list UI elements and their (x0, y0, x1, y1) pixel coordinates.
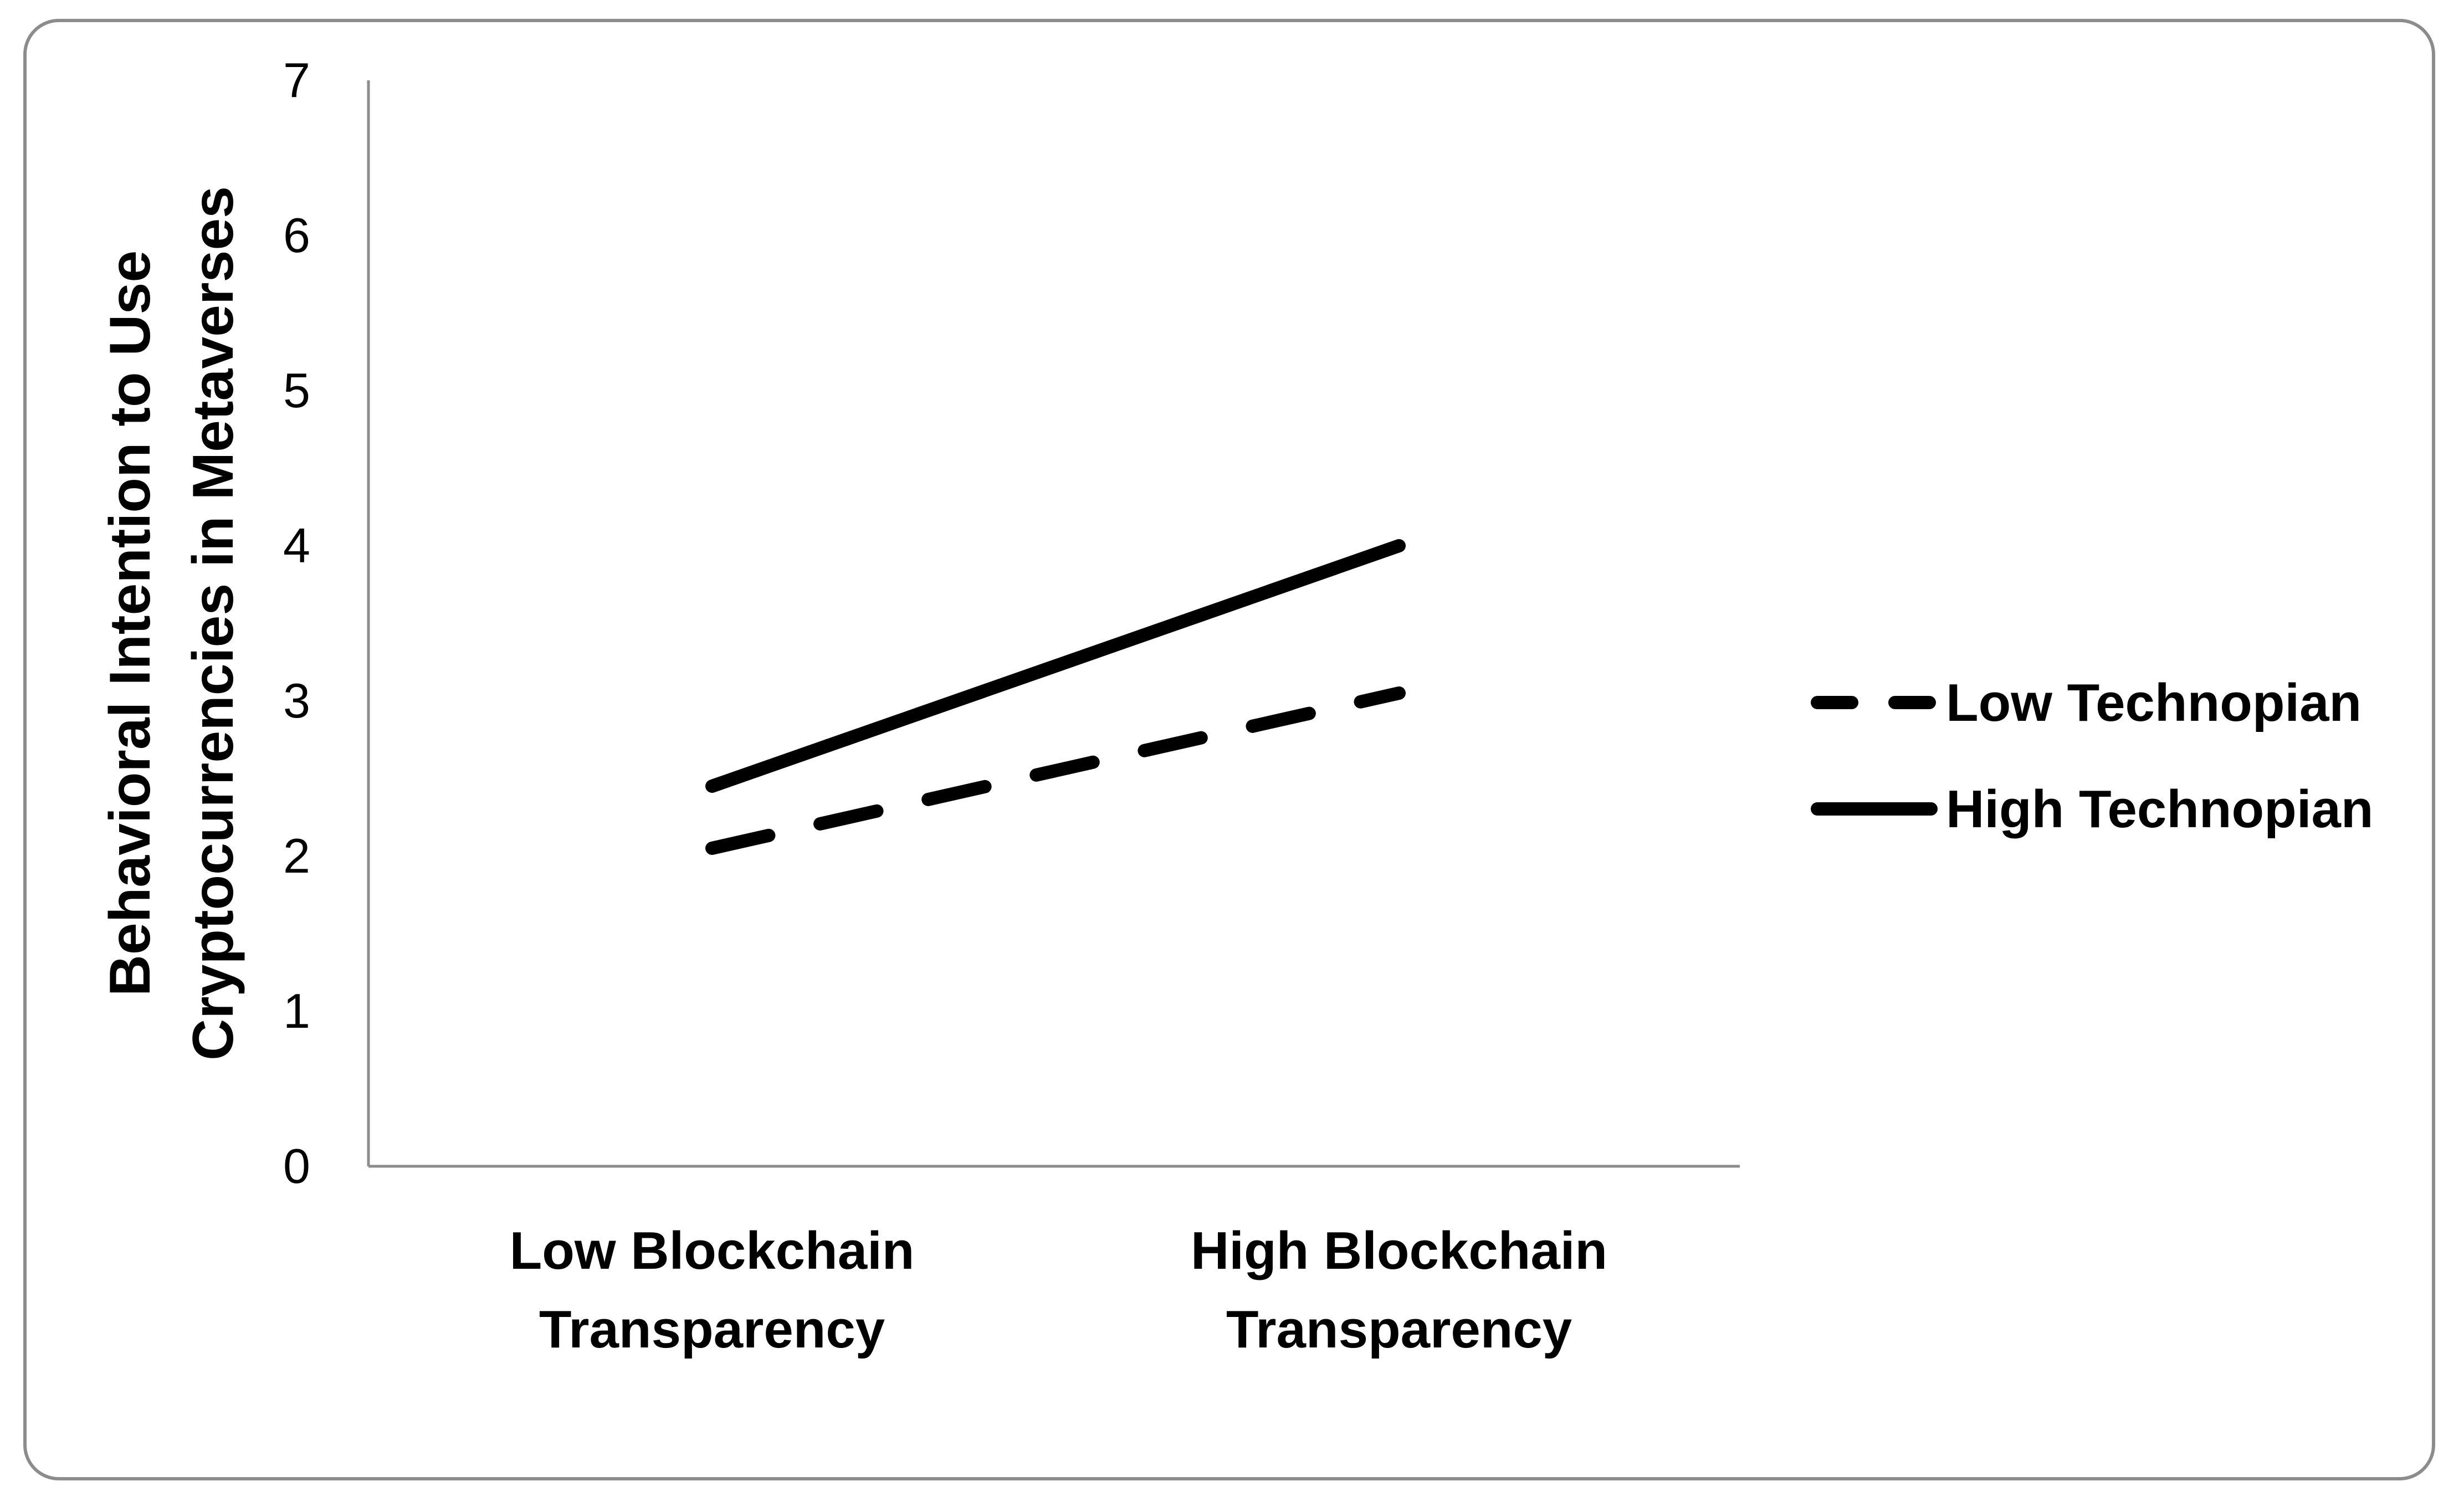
y-axis-title-line: Cryptocurrencies in Metaverses (181, 186, 245, 1060)
y-tick-label: 5 (283, 363, 310, 418)
y-tick-label: 2 (283, 828, 310, 883)
chart-frame (23, 19, 2435, 1480)
series-lines (705, 539, 1406, 855)
series-line-low-technopian (705, 686, 1406, 855)
y-axis-title-line: Behavioral Intention to Use (98, 250, 162, 996)
x-category-label-line: Transparency (539, 1300, 885, 1359)
y-tick-label: 0 (283, 1139, 310, 1193)
series-line-high-technopian (705, 539, 1406, 793)
y-tick-labels: 0 1 2 3 4 5 6 7 (283, 53, 310, 1193)
legend-label: Low Technopian (1946, 673, 2361, 732)
x-category-label-line: High Blockchain (1191, 1221, 1607, 1280)
y-tick-label: 4 (283, 518, 310, 573)
y-axis-title: Behavioral Intention to Use Cryptocurrenc… (98, 186, 245, 1060)
y-tick-label: 7 (283, 53, 310, 107)
legend-label: High Technopian (1946, 780, 2374, 839)
x-category-label-line: Transparency (1226, 1300, 1572, 1359)
axes (367, 80, 1740, 1168)
y-axis-title-text: Behavioral Intention to Use Cryptocurrenc… (98, 186, 245, 1060)
y-tick-label: 6 (283, 208, 310, 263)
x-category-label-line: Low Blockchain (510, 1221, 915, 1280)
y-tick-label: 1 (283, 983, 310, 1038)
y-tick-label: 3 (283, 673, 310, 728)
